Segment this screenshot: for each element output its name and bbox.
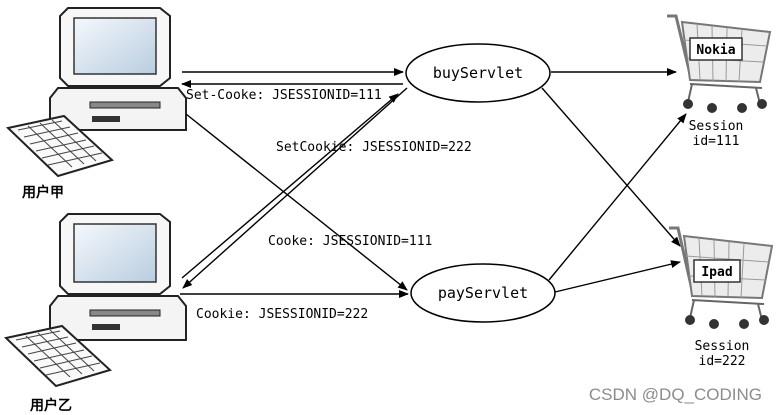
buy-servlet-label: buyServlet [433, 64, 523, 82]
msg-cooke-111: Cooke: JSESSIONID=111 [268, 234, 432, 249]
watermark-text: CSDN @DQ_CODING [589, 385, 762, 404]
msg-setcookie-222: SetCookie: JSESSIONID=222 [276, 140, 472, 155]
cart-ipad-id: id=222 [699, 354, 746, 369]
cart-nokia-icon [667, 14, 772, 113]
arrow-b-to-buy [181, 93, 399, 279]
cart-ipad-session: Session [695, 339, 750, 354]
cart-nokia-session: Session [689, 119, 744, 134]
cart-nokia-item: Nokia [696, 43, 735, 58]
msg-cookie-222: Cookie: JSESSIONID=222 [196, 307, 368, 322]
cart-ipad-item: Ipad [701, 265, 732, 280]
arrow-pay-to-nokia [548, 113, 687, 281]
msg-set-cooke-111: Set-Cooke: JSESSIONID=111 [186, 88, 382, 103]
cart-nokia-id: id=111 [693, 134, 740, 149]
arrow-pay-to-ipad [554, 260, 681, 293]
pay-servlet-label: payServlet [438, 284, 528, 302]
buy-servlet-node [405, 43, 551, 103]
cart-ipad-icon [669, 226, 774, 329]
arrow-buy-to-b [182, 87, 408, 289]
computer-a-icon [5, 7, 187, 178]
arrow-a-to-pay [185, 113, 408, 291]
computer-b-icon [3, 213, 187, 388]
arrow-buy-to-ipad [541, 87, 681, 247]
client-a-label: 用户甲 [22, 184, 64, 201]
client-b-label: 用户乙 [30, 397, 72, 414]
pay-servlet-node [410, 263, 556, 323]
arrows [180, 68, 687, 298]
